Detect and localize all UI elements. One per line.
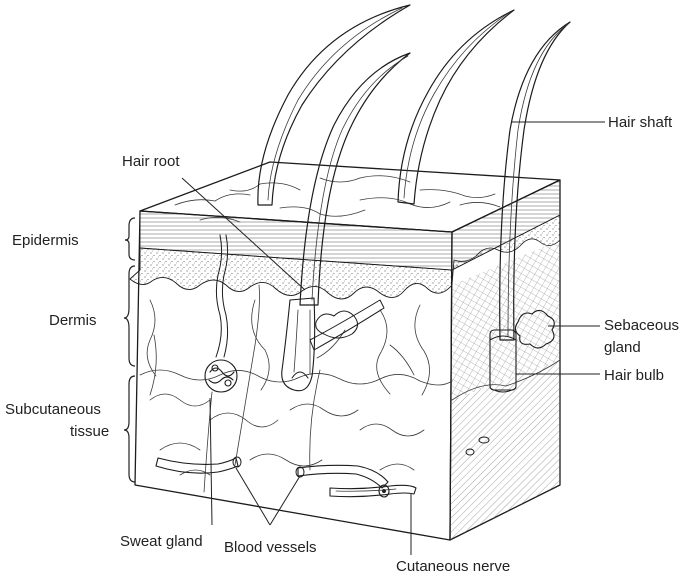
label-sebaceous-line2: gland xyxy=(604,339,641,356)
hair-follicle xyxy=(282,298,384,391)
blood-vessels-leader-right xyxy=(270,476,300,525)
surface-texture xyxy=(175,176,500,222)
subcutaneous-bracket xyxy=(124,376,135,482)
label-blood-vessels: Blood vessels xyxy=(224,539,317,556)
label-subcutaneous-line2: tissue xyxy=(70,423,109,440)
blood-vessel-right xyxy=(298,465,388,488)
blood-vessels-structure xyxy=(150,285,389,497)
hair-middle xyxy=(398,10,514,204)
label-epidermis: Epidermis xyxy=(12,232,79,249)
labels: Epidermis Dermis Subcutaneous tissue Hai… xyxy=(5,114,679,575)
label-sweat-gland: Sweat gland xyxy=(120,533,203,550)
label-hair-bulb: Hair bulb xyxy=(604,367,664,384)
sweat-gland-coil xyxy=(205,360,237,392)
sweat-gland-leader xyxy=(210,398,212,525)
blood-vessel-left xyxy=(156,458,238,473)
label-hair-shaft: Hair shaft xyxy=(608,114,673,131)
blood-vessels-leader-left xyxy=(236,468,270,525)
skin-block xyxy=(130,162,560,540)
label-hair-root: Hair root xyxy=(122,153,180,170)
fat-lobules xyxy=(150,394,424,475)
dermis-subcutaneous-boundary xyxy=(140,370,452,385)
label-subcutaneous-line1: Subcutaneous xyxy=(5,401,101,418)
layer-brackets xyxy=(124,218,135,482)
label-dermis: Dermis xyxy=(49,312,97,329)
label-sebaceous-line1: Sebaceous xyxy=(604,317,679,334)
epidermis-bracket xyxy=(125,218,135,260)
arrector-pili-muscle xyxy=(310,300,384,350)
cutaneous-nerve-structure xyxy=(330,485,416,496)
label-cutaneous-nerve: Cutaneous nerve xyxy=(396,558,510,575)
